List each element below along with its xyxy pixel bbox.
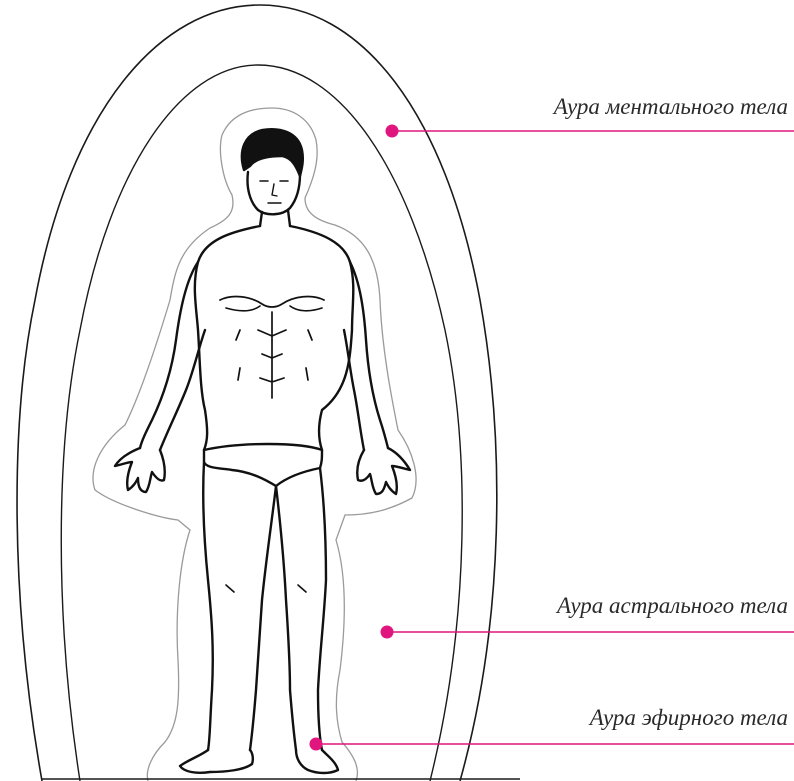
label-astral-aura: Аура астрального тела bbox=[557, 593, 788, 619]
figure-torso-left bbox=[195, 226, 260, 450]
figure-left-hand bbox=[115, 448, 165, 492]
figure-hair bbox=[242, 129, 303, 176]
figure-abs bbox=[236, 312, 312, 398]
label-mental-aura: Аура ментального тела bbox=[554, 94, 788, 120]
pointer-dot-etheric bbox=[310, 738, 323, 751]
figure-head bbox=[247, 172, 300, 214]
pointers bbox=[310, 125, 794, 751]
figure-right-leg bbox=[276, 468, 326, 750]
figure-left-leg bbox=[203, 462, 276, 750]
pointer-dot-astral bbox=[381, 626, 394, 639]
figure-right-foot bbox=[296, 750, 338, 773]
astral-aura-outline bbox=[61, 65, 462, 781]
figure-torso-right bbox=[290, 226, 353, 450]
figure-nose bbox=[272, 184, 277, 196]
pointer-dot-mental bbox=[386, 125, 399, 138]
figure-knees bbox=[226, 585, 306, 592]
figure-briefs bbox=[204, 444, 322, 486]
human-figure bbox=[115, 129, 410, 773]
label-etheric-aura: Аура эфирного тела bbox=[590, 705, 788, 731]
figure-right-hand bbox=[357, 448, 410, 494]
figure-chest bbox=[220, 297, 324, 307]
figure-left-foot bbox=[180, 750, 253, 773]
